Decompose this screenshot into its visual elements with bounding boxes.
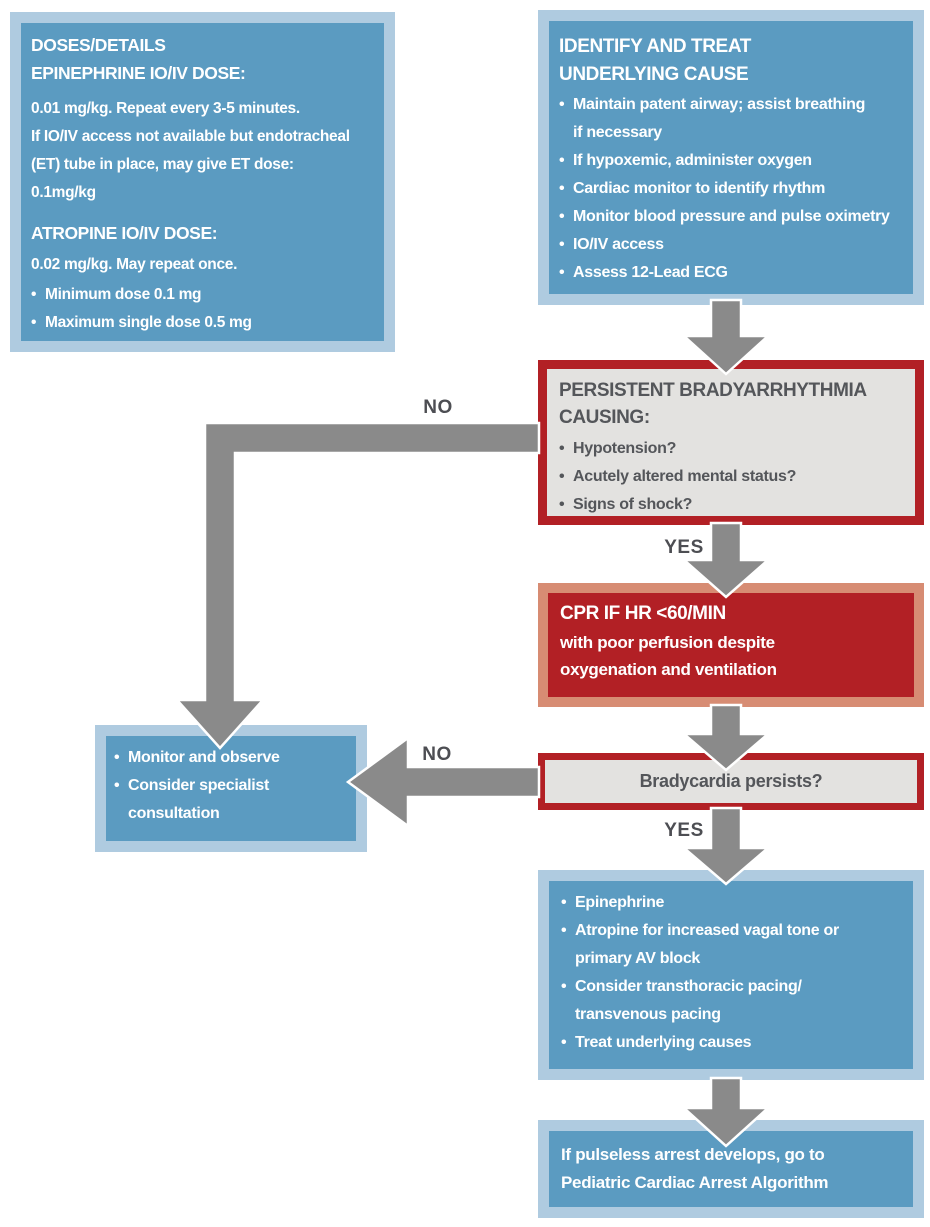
monitor-bullet: • Consider specialist: [114, 772, 348, 800]
label-yes-bottom: YES: [664, 820, 704, 841]
bullet-icon: •: [31, 314, 37, 331]
bullet-icon: •: [114, 777, 120, 794]
bullet-icon: •: [561, 978, 567, 995]
bullet-text: Epinephrine: [575, 894, 665, 911]
bullet-text: Signs of shock?: [573, 496, 693, 513]
epi-dose-line: (ET) tube in place, may give ET dose:: [31, 156, 294, 173]
bullet-text: Treat underlying causes: [575, 1034, 752, 1051]
bullet-text: Cardiac monitor to identify rhythm: [573, 180, 826, 197]
treatment-bullet-wrap: transvenous pacing: [575, 1006, 721, 1023]
bullet-icon: •: [559, 96, 565, 113]
treatment-bullet: • Epinephrine: [561, 889, 901, 917]
identify-heading: IDENTIFY AND TREAT: [559, 36, 751, 57]
bullet-icon: •: [561, 894, 567, 911]
bullet-icon: •: [559, 264, 565, 281]
bullet-text: Monitor and observe: [128, 749, 280, 766]
bullet-text: Maximum single dose 0.5 mg: [45, 314, 252, 331]
bullet-text: Consider specialist: [128, 777, 270, 794]
bullet-icon: •: [114, 749, 120, 766]
bullet-icon: •: [559, 496, 565, 513]
atropine-dose-heading: ATROPINE IO/IV DOSE:: [31, 223, 218, 243]
monitor-bullet-wrap: consultation: [128, 805, 220, 822]
bullet-text: Monitor blood pressure and pulse oximetr…: [573, 208, 890, 225]
bullet-icon: •: [559, 152, 565, 169]
treatment-bullet: • Consider transthoracic pacing/: [561, 973, 901, 1001]
monitor-observe-box: • Monitor and observe • Consider specialis…: [95, 725, 367, 852]
monitor-bullet: • Monitor and observe: [114, 744, 348, 772]
bullet-text: Acutely altered mental status?: [573, 468, 797, 485]
cpr-box: CPR IF HR <60/MIN with poor perfusion de…: [538, 583, 924, 707]
epi-dose-line: 0.1mg/kg: [31, 184, 96, 201]
identify-bullet: • IO/IV access: [559, 231, 903, 259]
identify-treat-box: IDENTIFY AND TREAT UNDERLYING CAUSE • Mai…: [538, 10, 924, 305]
treatment-bullet: • Treat underlying causes: [561, 1029, 901, 1057]
identify-bullet: • If hypoxemic, administer oxygen: [559, 147, 903, 175]
persistent-bradyarrhythmia-box: PERSISTENT BRADYARRHYTHMIA CAUSING: • Hyp…: [538, 360, 924, 525]
epi-dose-line: If IO/IV access not available but endotr…: [31, 128, 350, 145]
bullet-text: Maintain patent airway; assist breathing: [573, 96, 866, 113]
final-line: If pulseless arrest develops, go to: [561, 1145, 825, 1164]
persistent-bullet: • Acutely altered mental status?: [559, 463, 903, 491]
bullet-icon: •: [559, 468, 565, 485]
atropine-bullet: • Maximum single dose 0.5 mg: [31, 309, 374, 337]
doses-details-box: DOSES/DETAILS EPINEPHRINE IO/IV DOSE: 0.…: [10, 12, 395, 352]
label-no-bottom: NO: [422, 744, 452, 765]
atropine-dose-line: 0.02 mg/kg. May repeat once.: [31, 256, 238, 273]
identify-bullet: • Maintain patent airway; assist breathin…: [559, 91, 903, 119]
arrow-no-persistent-to-monitor: [174, 421, 541, 750]
cpr-line: oxygenation and ventilation: [560, 660, 777, 679]
treatment-bullet: • Atropine for increased vagal tone or: [561, 917, 901, 945]
persistent-bullet: • Hypotension?: [559, 435, 903, 463]
bullet-text: Minimum dose 0.1 mg: [45, 286, 202, 303]
bradycardia-persists-box: Bradycardia persists?: [538, 753, 924, 810]
label-no-top: NO: [423, 397, 453, 418]
identify-bullet: • Assess 12-Lead ECG: [559, 259, 903, 287]
pulseless-arrest-box: If pulseless arrest develops, go to Pedi…: [538, 1120, 924, 1218]
bullet-text: IO/IV access: [573, 236, 664, 253]
cpr-line: with poor perfusion despite: [560, 633, 775, 652]
bullet-icon: •: [31, 286, 37, 303]
persistent-bullet: • Signs of shock?: [559, 491, 903, 519]
bullet-icon: •: [559, 208, 565, 225]
identify-bullet: • Monitor blood pressure and pulse oximet…: [559, 203, 903, 231]
bullet-icon: •: [559, 180, 565, 197]
bullet-text: Assess 12-Lead ECG: [573, 264, 728, 281]
label-yes-top: YES: [664, 537, 704, 558]
treatment-box: • Epinephrine • Atropine for increased vag…: [538, 870, 924, 1080]
identify-bullet: • Cardiac monitor to identify rhythm: [559, 175, 903, 203]
final-line: Pediatric Cardiac Arrest Algorithm: [561, 1173, 829, 1192]
bullet-icon: •: [561, 922, 567, 939]
epinephrine-dose-heading: EPINEPHRINE IO/IV DOSE:: [31, 63, 246, 83]
atropine-bullet: • Minimum dose 0.1 mg: [31, 281, 374, 309]
bradycardia-question: Bradycardia persists?: [639, 771, 823, 791]
epi-dose-line: 0.01 mg/kg. Repeat every 3-5 minutes.: [31, 100, 300, 117]
persistent-heading: PERSISTENT BRADYARRHYTHMIA: [559, 380, 867, 401]
treatment-bullet-wrap: primary AV block: [575, 950, 701, 967]
bullet-text: Hypotension?: [573, 440, 677, 457]
bullet-icon: •: [561, 1034, 567, 1051]
persistent-heading: CAUSING:: [559, 407, 650, 428]
identify-bullet-wrap: if necessary: [573, 124, 662, 141]
identify-heading: UNDERLYING CAUSE: [559, 64, 749, 85]
bullet-icon: •: [559, 236, 565, 253]
bullet-icon: •: [559, 440, 565, 457]
doses-heading: DOSES/DETAILS: [31, 35, 166, 55]
bullet-text: Atropine for increased vagal tone or: [575, 922, 839, 939]
cpr-title: CPR IF HR <60/MIN: [560, 603, 726, 624]
bullet-text: If hypoxemic, administer oxygen: [573, 152, 812, 169]
bullet-text: Consider transthoracic pacing/: [575, 978, 802, 995]
